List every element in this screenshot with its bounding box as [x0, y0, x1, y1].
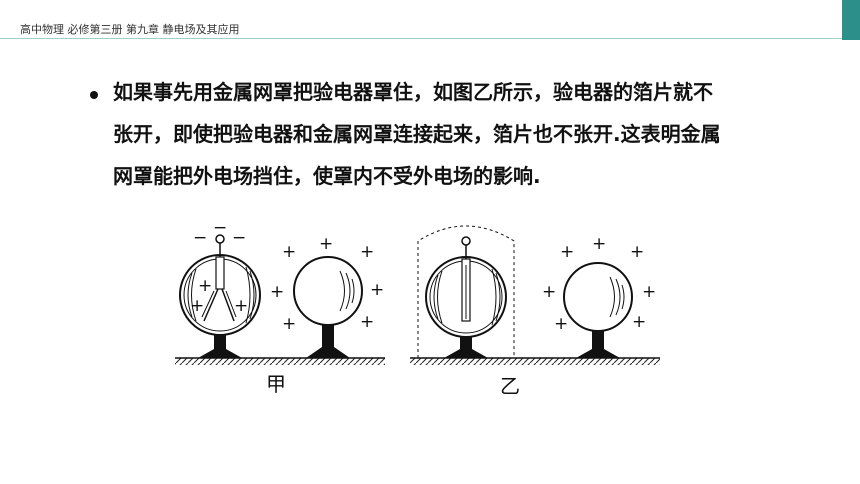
- minus-sign: −: [193, 228, 207, 248]
- plus-sign: +: [632, 312, 646, 332]
- electroscope-right: [425, 236, 507, 358]
- course-title: 高中物理 必修第三册 第九章 静电场及其应用: [20, 23, 240, 36]
- electroscope-figure: − − − + + + + + + + + + + 甲: [170, 225, 670, 400]
- plus-sign: +: [282, 242, 296, 262]
- plus-sign: +: [190, 296, 204, 316]
- caption-yi: 乙: [500, 374, 520, 398]
- minus-sign: −: [232, 228, 246, 248]
- plus-sign: +: [592, 234, 606, 254]
- plus-sign: +: [360, 312, 374, 332]
- plus-sign: +: [198, 276, 212, 296]
- electroscope-diagram: − − − + + + + + + + + + + 甲: [175, 225, 660, 398]
- plus-sign: +: [319, 234, 333, 254]
- plus-sign: +: [642, 282, 656, 302]
- header-accent-bar: [842, 0, 860, 40]
- electroscope-left: [179, 234, 261, 358]
- caption-jia: 甲: [266, 372, 286, 396]
- charged-sphere-right: [563, 262, 633, 358]
- header-divider: [0, 38, 860, 39]
- plus-sign: +: [360, 242, 374, 262]
- paragraph-line-3: 网罩能把外电场挡住，使罩内不受外电场的影响.: [113, 164, 541, 188]
- plus-sign: +: [270, 282, 284, 302]
- minus-sign: −: [213, 225, 227, 238]
- charged-sphere-left: [293, 256, 363, 358]
- slide-header: 高中物理 必修第三册 第九章 静电场及其应用: [0, 0, 860, 40]
- ground-left: [175, 358, 385, 365]
- plus-sign: +: [542, 282, 556, 302]
- plus-sign: +: [630, 242, 644, 262]
- plus-sign: +: [234, 296, 248, 316]
- ground-right: [410, 358, 660, 365]
- plus-sign: +: [554, 314, 568, 334]
- plus-sign: +: [282, 314, 296, 334]
- paragraph-line-2: 张开，即使把验电器和金属网罩连接起来，箔片也不张开.这表明金属: [113, 122, 721, 146]
- metal-mesh-cover: [417, 225, 515, 358]
- plus-sign: +: [560, 242, 574, 262]
- paragraph-line-1: 如果事先用金属网罩把验电器罩住，如图乙所示，验电器的箔片就不: [113, 80, 713, 104]
- bullet-dot-icon: [90, 91, 98, 99]
- plus-sign: +: [370, 280, 384, 300]
